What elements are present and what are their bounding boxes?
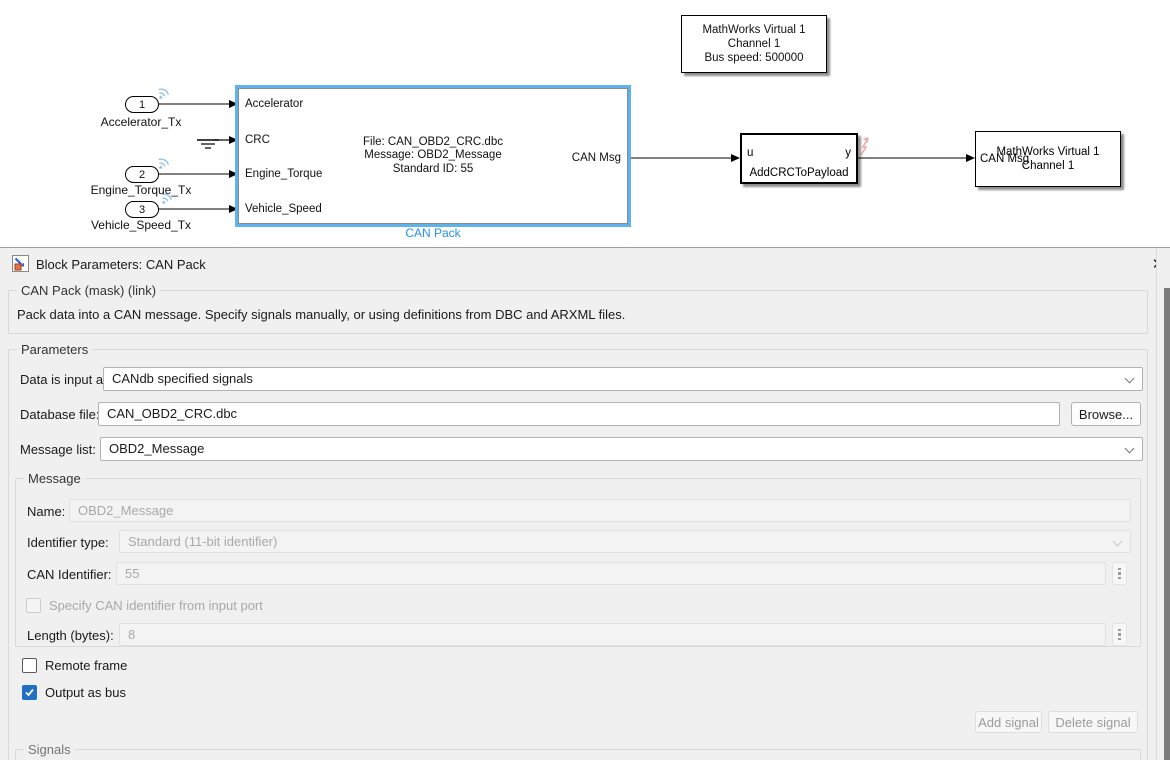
inport-number: 3 bbox=[138, 203, 146, 216]
remote-frame-label: Remote frame bbox=[45, 658, 128, 673]
identifier-type-combo: Standard (11-bit identifier) bbox=[119, 530, 1131, 553]
message-list-label: Message list: bbox=[20, 442, 96, 457]
block-text: MathWorks Virtual 1 bbox=[702, 23, 806, 36]
can-transmit-block[interactable]: MathWorks Virtual 1 Channel 1 CAN Msg bbox=[975, 131, 1121, 187]
port-label-y: y bbox=[845, 147, 851, 159]
data-input-value: CANdb specified signals bbox=[112, 371, 253, 386]
remote-frame-checkbox[interactable] bbox=[22, 658, 37, 673]
data-input-combo[interactable]: CANdb specified signals bbox=[103, 367, 1143, 391]
block-text-line: Channel 1 bbox=[1021, 160, 1075, 172]
length-actions-button[interactable] bbox=[1112, 623, 1127, 646]
name-label: Name: bbox=[27, 504, 66, 519]
identifier-type-label: Identifier type: bbox=[27, 535, 109, 550]
length-value: 8 bbox=[128, 627, 136, 642]
port-label-vehicle-speed: Vehicle_Speed bbox=[245, 203, 322, 215]
chevron-down-icon bbox=[1112, 536, 1123, 547]
length-field: 8 bbox=[119, 623, 1106, 646]
block-parameters-dialog: Block Parameters: CAN Pack ✕ CAN Pack (m… bbox=[0, 247, 1170, 760]
output-as-bus-label: Output as bus bbox=[45, 685, 126, 700]
specify-can-id-label: Specify CAN identifier from input port bbox=[49, 598, 263, 613]
browse-button[interactable]: Browse... bbox=[1071, 402, 1141, 426]
can-pack-block-name[interactable]: CAN Pack bbox=[405, 226, 461, 240]
inport-2-label: Engine_Torque_Tx bbox=[90, 183, 192, 197]
info-line: Standard ID: 55 bbox=[392, 162, 474, 175]
block-text: Channel 1 bbox=[727, 37, 781, 50]
can-identifier-label: CAN Identifier: bbox=[27, 567, 112, 582]
can-pack-info: File: CAN_OBD2_CRC.dbc Message: OBD2_Mes… bbox=[239, 89, 627, 223]
info-line: File: CAN_OBD2_CRC.dbc bbox=[363, 135, 503, 148]
dialog-title: Block Parameters: CAN Pack bbox=[36, 257, 206, 272]
chevron-down-icon bbox=[1124, 373, 1135, 384]
inport-2[interactable]: 2 bbox=[125, 166, 159, 183]
can-identifier-actions-button[interactable] bbox=[1112, 562, 1127, 585]
message-list-combo[interactable]: OBD2_Message bbox=[100, 437, 1143, 461]
block-text: MathWorks Virtual 1 Channel 1 bbox=[976, 132, 1120, 186]
database-file-input[interactable]: CAN_OBD2_CRC.dbc bbox=[98, 402, 1060, 426]
message-list-value: OBD2_Message bbox=[109, 441, 205, 456]
block-text-line: MathWorks Virtual 1 bbox=[996, 145, 1100, 158]
inport-number: 1 bbox=[138, 98, 146, 111]
signal-wires bbox=[158, 88, 975, 213]
scrollbar-thumb[interactable] bbox=[1164, 288, 1170, 760]
wireless-badge-icon bbox=[158, 88, 169, 99]
port-label-accelerator: Accelerator bbox=[245, 98, 304, 110]
chevron-down-icon bbox=[1124, 443, 1135, 454]
inport-number: 2 bbox=[138, 168, 146, 181]
message-groupbox: Message Name: OBD2_Message Identifier ty… bbox=[15, 471, 1141, 647]
port-label-can-msg: CAN Msg bbox=[571, 152, 621, 164]
mask-groupbox: CAN Pack (mask) (link) Pack data into a … bbox=[8, 283, 1148, 334]
inport-3-label: Vehicle_Speed_Tx bbox=[90, 218, 192, 232]
port-label-can-msg: CAN Msg bbox=[980, 153, 1030, 165]
checkmark-icon bbox=[25, 688, 34, 697]
wireless-badge-icon bbox=[158, 158, 169, 169]
inport-1-label: Accelerator_Tx bbox=[100, 115, 182, 129]
info-line: Message: OBD2_Message bbox=[364, 149, 502, 162]
signals-groupbox-label: Signals bbox=[24, 742, 75, 757]
can-identifier-value: 55 bbox=[125, 566, 140, 581]
can-pack-block[interactable]: Accelerator CRC Engine_Torque Vehicle_Sp… bbox=[235, 85, 631, 227]
signals-groupbox: Signals bbox=[15, 742, 1141, 760]
block-text: Bus speed: 500000 bbox=[704, 52, 804, 64]
identifier-type-value: Standard (11-bit identifier) bbox=[128, 534, 278, 549]
message-groupbox-label: Message bbox=[24, 471, 85, 486]
parameters-groupbox: Parameters bbox=[8, 342, 1148, 760]
database-file-label: Database file: bbox=[20, 407, 100, 422]
inport-3[interactable]: 3 bbox=[125, 201, 159, 218]
simulink-canvas: MathWorks Virtual 1 Channel 1 Bus speed:… bbox=[0, 0, 1170, 247]
port-label-engine-torque: Engine_Torque bbox=[245, 168, 323, 180]
add-crc-to-payload-block[interactable]: u y AddCRCToPayload bbox=[740, 133, 858, 184]
block-name: AddCRCToPayload bbox=[749, 167, 849, 179]
delete-signal-button[interactable]: Delete signal bbox=[1048, 711, 1138, 733]
port-label-u: u bbox=[747, 147, 754, 159]
name-value: OBD2_Message bbox=[78, 503, 174, 518]
block-parameters-icon bbox=[12, 255, 29, 272]
name-field: OBD2_Message bbox=[69, 499, 1131, 522]
wireless-badge-icon bbox=[161, 193, 172, 204]
data-input-label: Data is input as: bbox=[20, 372, 114, 387]
mask-groupbox-label: CAN Pack (mask) (link) bbox=[17, 283, 161, 298]
specify-can-id-checkbox[interactable] bbox=[26, 598, 41, 613]
parameters-groupbox-label: Parameters bbox=[17, 342, 93, 357]
can-identifier-field: 55 bbox=[116, 562, 1106, 585]
can-configuration-block[interactable]: MathWorks Virtual 1 Channel 1 Bus speed:… bbox=[681, 15, 827, 73]
inport-1[interactable]: 1 bbox=[125, 96, 159, 113]
ground-symbol[interactable] bbox=[197, 139, 230, 149]
port-label-crc: CRC bbox=[245, 134, 270, 146]
output-as-bus-checkbox[interactable] bbox=[22, 685, 37, 700]
database-file-value: CAN_OBD2_CRC.dbc bbox=[107, 406, 238, 421]
dialog-scrollbar[interactable] bbox=[1156, 248, 1170, 760]
mask-description: Pack data into a CAN message. Specify si… bbox=[17, 307, 626, 322]
add-signal-button[interactable]: Add signal bbox=[975, 711, 1042, 733]
streaming-badge-icon bbox=[860, 137, 869, 156]
length-label: Length (bytes): bbox=[27, 628, 114, 643]
